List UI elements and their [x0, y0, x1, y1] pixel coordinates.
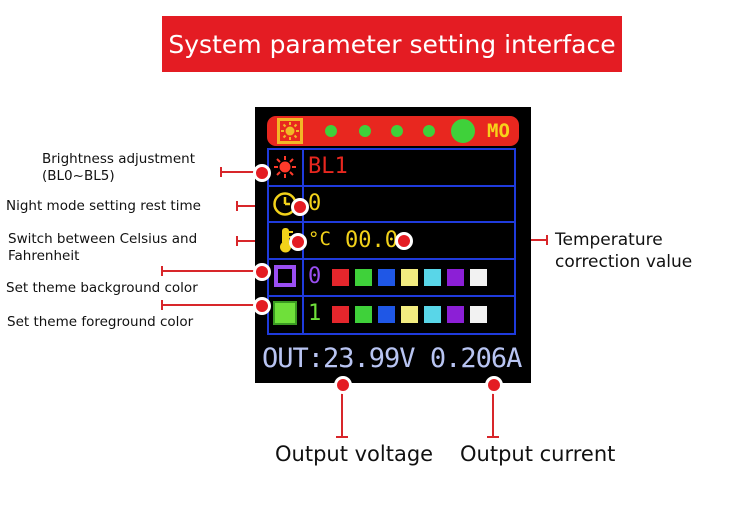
fg-swatch-blue[interactable]	[378, 306, 395, 323]
grid-line	[267, 221, 516, 223]
temp-unit: °C	[308, 228, 331, 250]
grid-line	[267, 148, 269, 335]
marker-fg-color	[253, 297, 271, 315]
label-output-voltage: Output voltage	[275, 442, 434, 466]
foreground-color-index: 1	[308, 301, 322, 326]
fg-swatch-cyan[interactable]	[424, 306, 441, 323]
bg-swatch-green[interactable]	[355, 269, 372, 286]
grid-line	[267, 148, 516, 150]
leader-current	[492, 385, 494, 437]
page-dot-2	[359, 125, 371, 137]
label-celsius-line1: Switch between Celsius and	[8, 231, 198, 247]
bg-swatch-purple[interactable]	[447, 269, 464, 286]
grid-line	[267, 258, 516, 260]
diagram-title: System parameter setting interface	[162, 16, 622, 72]
marker-output-voltage	[334, 376, 352, 394]
sun-icon	[281, 122, 299, 140]
grid-line	[267, 185, 516, 187]
leader-voltage	[341, 385, 343, 437]
mode-indicator: MO	[487, 120, 510, 142]
temp-correction-value: 00.0	[345, 228, 398, 253]
output-voltage-value: 23.99V	[323, 343, 416, 374]
fg-swatch-green[interactable]	[355, 306, 372, 323]
fg-swatch-red[interactable]	[332, 306, 349, 323]
bg-swatch-yellow[interactable]	[401, 269, 418, 286]
bg-swatch-red[interactable]	[332, 269, 349, 286]
label-celsius-line2: Fahrenheit	[8, 248, 80, 264]
background-color-icon	[274, 265, 296, 287]
label-brightness-line2: (BL0~BL5)	[42, 168, 115, 184]
rest-time-value: 0	[308, 191, 322, 216]
foreground-color-icon	[273, 301, 297, 325]
leader-current-tick	[487, 436, 499, 438]
label-fg-color: Set theme foreground color	[7, 314, 194, 330]
grid-line	[267, 333, 516, 335]
leader-temp-tick	[546, 235, 548, 245]
brightness-icon	[274, 156, 296, 178]
leader-brightness	[220, 171, 260, 173]
label-temp-line2: correction value	[555, 252, 693, 272]
bg-swatch-blue[interactable]	[378, 269, 395, 286]
marker-temp-correction	[395, 232, 413, 250]
page-dot-3	[391, 125, 403, 137]
leader-fg	[161, 304, 261, 306]
status-bar: MO	[267, 116, 519, 146]
fg-swatch-white[interactable]	[470, 306, 487, 323]
output-label: OUT:	[262, 343, 324, 374]
label-brightness-line1: Brightness adjustment	[42, 151, 195, 167]
bg-swatch-cyan[interactable]	[424, 269, 441, 286]
page-dot-4	[423, 125, 435, 137]
background-color-index: 0	[308, 264, 322, 289]
output-readout: OUT:23.99V 0.206A	[262, 343, 523, 374]
label-brightness: Brightness adjustment (BL0~BL5)	[42, 151, 195, 185]
bg-swatch-white[interactable]	[470, 269, 487, 286]
page-dot-1	[325, 125, 337, 137]
fg-swatch-purple[interactable]	[447, 306, 464, 323]
fg-swatch-yellow[interactable]	[401, 306, 418, 323]
marker-night-mode	[291, 198, 309, 216]
label-temp-correction: Temperature correction value	[555, 229, 692, 273]
label-bg-color: Set theme background color	[6, 280, 198, 296]
label-night-mode: Night mode setting rest time	[6, 198, 201, 214]
grid-line	[267, 295, 516, 297]
label-temp-line1: Temperature	[555, 230, 663, 250]
brightness-selected-frame	[277, 118, 303, 144]
leader-bg	[161, 270, 261, 272]
leader-voltage-tick	[336, 436, 348, 438]
settings-grid: BL1 0 °C 00.0 0	[267, 148, 516, 335]
label-output-current: Output current	[460, 442, 616, 466]
output-current-value: 0.206A	[429, 343, 523, 374]
marker-bg-color	[253, 263, 271, 281]
marker-celsius	[289, 233, 307, 251]
marker-brightness	[253, 164, 271, 182]
brightness-value: BL1	[308, 154, 348, 179]
page-dot-active	[451, 119, 475, 143]
grid-line	[514, 148, 516, 335]
marker-output-current	[485, 376, 503, 394]
label-celsius: Switch between Celsius and Fahrenheit	[8, 231, 197, 265]
